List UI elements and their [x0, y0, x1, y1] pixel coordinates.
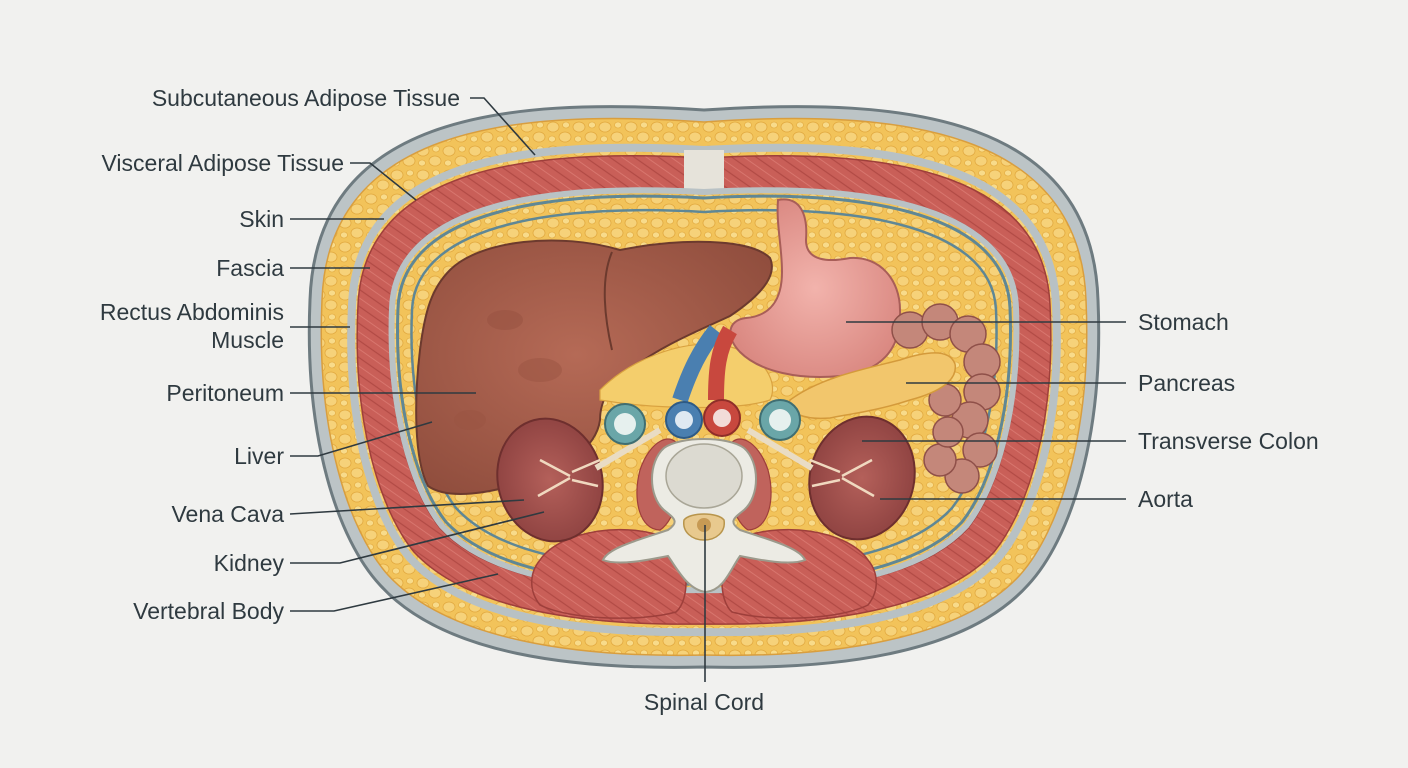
vertebral-body	[665, 443, 743, 509]
kidney-left-hilum	[537, 458, 601, 498]
kidney-right-hilum	[809, 458, 875, 498]
aorta-lumen	[713, 409, 731, 427]
leader-kidney	[290, 511, 545, 564]
leader-vena-cava	[289, 499, 525, 515]
label-kidney: Kidney	[213, 550, 284, 576]
ureter-right-lumen	[769, 409, 791, 431]
label-pancreas: Pancreas	[1138, 370, 1236, 396]
label-stomach: Stomach	[1138, 309, 1229, 335]
label-peritoneum: Peritoneum	[166, 380, 284, 406]
label-rectus-abdominis-muscle: Rectus Abdominis Muscle	[40, 298, 284, 354]
renal-vessel-right	[746, 427, 814, 471]
label-skin: Skin	[239, 206, 284, 232]
label-rectus-abdominis-line2: Muscle	[211, 327, 284, 353]
label-fascia: Fascia	[216, 255, 284, 281]
label-spinal-cord: Spinal Cord	[643, 689, 765, 715]
leader-subcutaneous	[470, 97, 536, 156]
liver-fissure	[603, 251, 613, 351]
label-vertebral-body: Vertebral Body	[133, 598, 284, 624]
aorta-vessel	[708, 325, 737, 401]
label-visceral-adipose-tissue: Visceral Adipose Tissue	[101, 150, 345, 176]
label-subcutaneous-adipose-tissue: Subcutaneous Adipose Tissue	[151, 85, 460, 111]
label-liver: Liver	[234, 443, 284, 469]
leader-lines	[289, 97, 1126, 682]
renal-vessel-left	[594, 427, 662, 471]
pancreas	[788, 352, 956, 420]
leader-liver	[290, 421, 433, 457]
ureter-left-lumen	[614, 413, 636, 435]
linea-alba	[684, 150, 724, 190]
liver-spot	[454, 410, 486, 430]
label-rectus-abdominis-line1: Rectus Abdominis	[99, 299, 284, 325]
spinal-cord-dot	[697, 518, 711, 532]
vena-cava-lumen	[675, 411, 693, 429]
label-vena-cava: Vena Cava	[171, 501, 284, 527]
liver-spot	[487, 310, 523, 330]
vena-cava-vessel	[672, 325, 723, 403]
fascia-outer	[347, 143, 1061, 637]
leader-vertebral	[290, 573, 499, 612]
liver-spot	[518, 358, 562, 382]
leader-visceral	[350, 162, 417, 201]
label-transverse-colon: Transverse Colon	[1138, 428, 1319, 454]
label-aorta: Aorta	[1138, 486, 1193, 512]
